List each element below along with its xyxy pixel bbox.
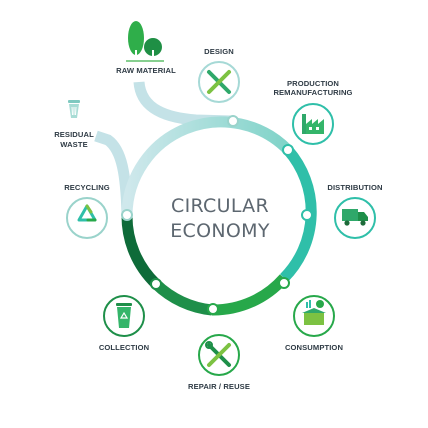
- consumption-label: CONSUMPTION: [285, 343, 343, 352]
- design-label: DESIGN: [204, 47, 234, 56]
- stage-recycling: [66, 197, 108, 239]
- delivery-truck-icon: [342, 209, 368, 226]
- ring-segment-left: [121, 214, 160, 288]
- center-title-line2: ECONOMY: [170, 220, 270, 242]
- trees-icon: [126, 21, 164, 62]
- production-label-line1: PRODUCTION: [287, 79, 339, 88]
- ring-segment-bottom-left: [152, 279, 213, 316]
- node-distribution: [301, 209, 313, 221]
- recycling-label: RECYCLING: [64, 183, 110, 192]
- wrench-screwdriver-icon: [205, 341, 231, 367]
- recycle-arrows-icon: [77, 204, 97, 222]
- stage-distribution: [334, 197, 376, 239]
- node-production: [282, 144, 294, 156]
- node-consumption: [278, 277, 290, 289]
- raw-material-label: RAW MATERIAL: [116, 66, 176, 75]
- stage-collection: [103, 295, 145, 337]
- ring-segment-bottom-right: [211, 274, 289, 316]
- node-design: [227, 115, 239, 127]
- node-collection: [150, 278, 162, 290]
- stage-design: [198, 61, 240, 103]
- node-repair: [207, 303, 219, 315]
- ring-nodes: [121, 115, 313, 315]
- recycle-bin-icon: [116, 303, 132, 328]
- stage-production: [292, 103, 334, 145]
- production-label-line2: REMANUFACTURING: [273, 88, 352, 97]
- stage-consumption: [293, 295, 335, 337]
- collection-label: COLLECTION: [99, 343, 149, 352]
- distribution-label: DISTRIBUTION: [327, 183, 382, 192]
- factory-icon: [302, 114, 324, 134]
- shopping-box-icon: [302, 300, 326, 325]
- residual-waste-label-line1: RESIDUAL: [54, 130, 94, 139]
- raw-material-stream: [133, 81, 233, 127]
- residual-waste-label-line2: WASTE: [60, 140, 88, 149]
- center-title-line1: CIRCULAR: [171, 195, 269, 217]
- node-recycling: [121, 209, 133, 221]
- ring-segment-top: [121, 116, 292, 216]
- trash-bin-icon: [68, 100, 80, 118]
- stage-repair: [198, 334, 240, 376]
- repair-label: REPAIR / REUSE: [188, 382, 250, 391]
- pencil-ruler-icon: [207, 70, 231, 94]
